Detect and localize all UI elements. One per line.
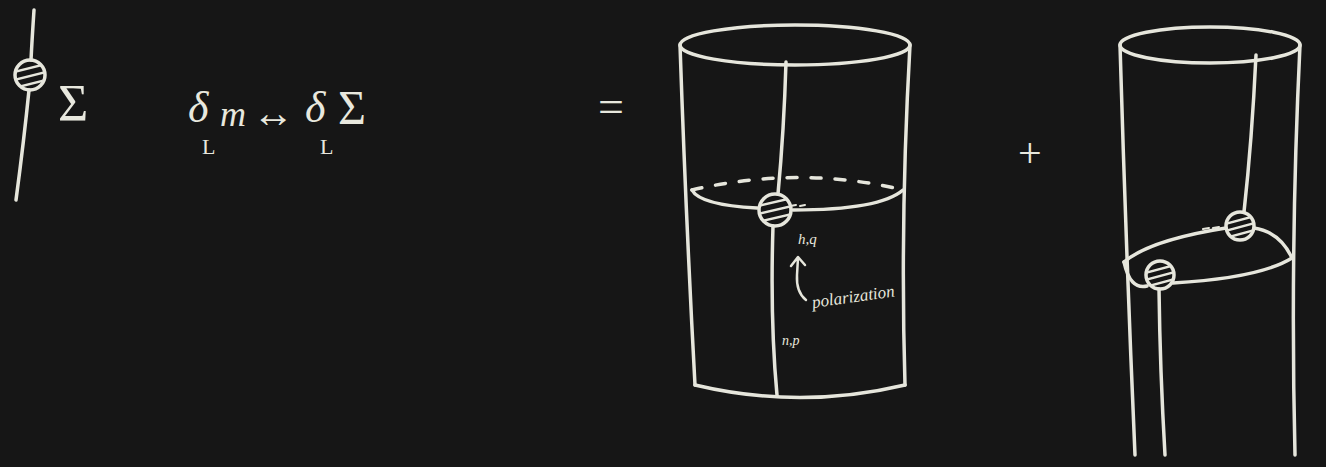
vertical-strand xyxy=(1244,55,1256,212)
index-label: h,q xyxy=(798,232,817,247)
cylinder-side xyxy=(903,45,910,385)
cylinder-top xyxy=(680,25,910,65)
tick-marks xyxy=(790,205,805,206)
index-label: n,p xyxy=(782,334,800,348)
tick-marks xyxy=(1203,227,1219,229)
delta-symbol: δ xyxy=(188,86,208,130)
hatched-disk xyxy=(759,194,791,226)
hatched-disk xyxy=(1146,261,1174,289)
delta-symbol: δ xyxy=(305,86,325,130)
ring-front xyxy=(692,190,903,210)
annotation: polarization xyxy=(811,283,896,311)
polarization-arrow xyxy=(791,257,806,300)
vertical-strand xyxy=(1159,289,1165,455)
ring-back xyxy=(1124,228,1292,262)
plus-sign: + xyxy=(1018,132,1042,174)
sigma-symbol: Σ xyxy=(58,78,88,130)
cylinder-top xyxy=(1120,27,1300,63)
equals-sign: = xyxy=(598,84,624,130)
cylinder-side xyxy=(680,45,695,385)
hatched-disk xyxy=(1226,212,1254,240)
cylinder-side xyxy=(1293,45,1300,455)
variable: m xyxy=(220,96,246,132)
sigma-symbol: Σ xyxy=(338,84,366,132)
equivalence-arrow: ↔ xyxy=(252,92,294,134)
cylinder-side xyxy=(1120,45,1135,455)
ring-back xyxy=(692,178,903,191)
strand-line xyxy=(16,10,34,200)
hatched-disk xyxy=(15,60,45,90)
subscript: L xyxy=(202,136,215,158)
subscript: L xyxy=(320,136,333,158)
cylinder-bottom xyxy=(695,385,905,398)
